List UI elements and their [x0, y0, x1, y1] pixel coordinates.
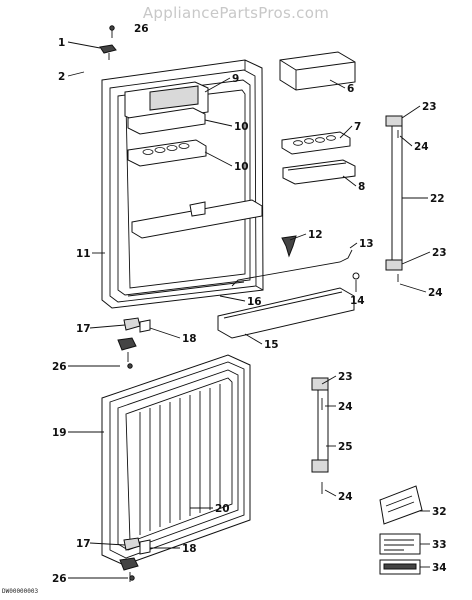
- label-part-26: 26: [134, 23, 149, 35]
- label-part-23: 23: [338, 371, 353, 383]
- egg-tray-7: [281, 131, 351, 155]
- hinge-17-18-lower: [119, 537, 151, 582]
- label-part-10: 10: [234, 121, 249, 133]
- part-12-bracket: [281, 235, 297, 258]
- dairy-cover-6: [279, 51, 356, 91]
- label-part-7: 7: [354, 121, 361, 133]
- label-part-9: 9: [232, 73, 239, 85]
- label-part-17: 17: [76, 538, 91, 550]
- hinge-17-18-upper: [117, 317, 151, 362]
- label-part-24: 24: [338, 491, 353, 503]
- label-part-26: 26: [52, 573, 67, 585]
- label-part-23: 23: [432, 247, 447, 259]
- label-part-23: 23: [422, 101, 437, 113]
- tray-8: [282, 159, 356, 185]
- label-part-11: 11: [76, 248, 91, 260]
- label-part-20: 20: [215, 503, 230, 515]
- label-part-1: 1: [58, 37, 65, 49]
- label-33: [379, 533, 421, 555]
- label-part-18: 18: [182, 333, 197, 345]
- label-part-18: 18: [182, 543, 197, 555]
- manual-32: [379, 485, 423, 525]
- part-labels: 1 26 2 9 6 10 7 23 24 10 8 22 11 12 13 2…: [52, 23, 447, 585]
- watermark: AppliancePartsPros.com: [142, 4, 330, 22]
- label-part-14: 14: [350, 295, 365, 307]
- door-gasket-16: [127, 281, 245, 297]
- label-part-13: 13: [359, 238, 374, 250]
- egg-tray-10b: [127, 139, 207, 167]
- label-part-22: 22: [430, 193, 445, 205]
- label-part-12: 12: [308, 229, 323, 241]
- bottle-shelf: [131, 199, 263, 239]
- part-13-wire: [231, 249, 353, 287]
- label-part-10: 10: [234, 161, 249, 173]
- door-bin-10a: [127, 107, 206, 135]
- freezer-door: [101, 354, 251, 566]
- label-part-26: 26: [52, 361, 67, 373]
- label-part-17: 17: [76, 323, 91, 335]
- label-part-16: 16: [247, 296, 262, 308]
- label-part-33: 33: [432, 539, 447, 551]
- label-part-15: 15: [264, 339, 279, 351]
- label-part-2: 2: [58, 71, 65, 83]
- screws: [109, 25, 135, 581]
- door-bin-15: [217, 287, 355, 339]
- label-part-8: 8: [358, 181, 365, 193]
- label-part-19: 19: [52, 427, 67, 439]
- door-handle-22: [385, 115, 403, 282]
- label-part-24: 24: [428, 287, 443, 299]
- part-14-pin: [352, 272, 360, 280]
- label-part-32: 32: [432, 506, 447, 518]
- badge-34: [379, 559, 421, 575]
- label-part-25: 25: [338, 441, 353, 453]
- label-part-6: 6: [347, 83, 354, 95]
- leader-lines: [67, 41, 431, 579]
- diagram-code: DW00000003: [2, 588, 39, 595]
- label-part-34: 34: [432, 562, 447, 574]
- label-part-24: 24: [338, 401, 353, 413]
- freezer-handle-25: [311, 377, 329, 494]
- label-part-24: 24: [414, 141, 429, 153]
